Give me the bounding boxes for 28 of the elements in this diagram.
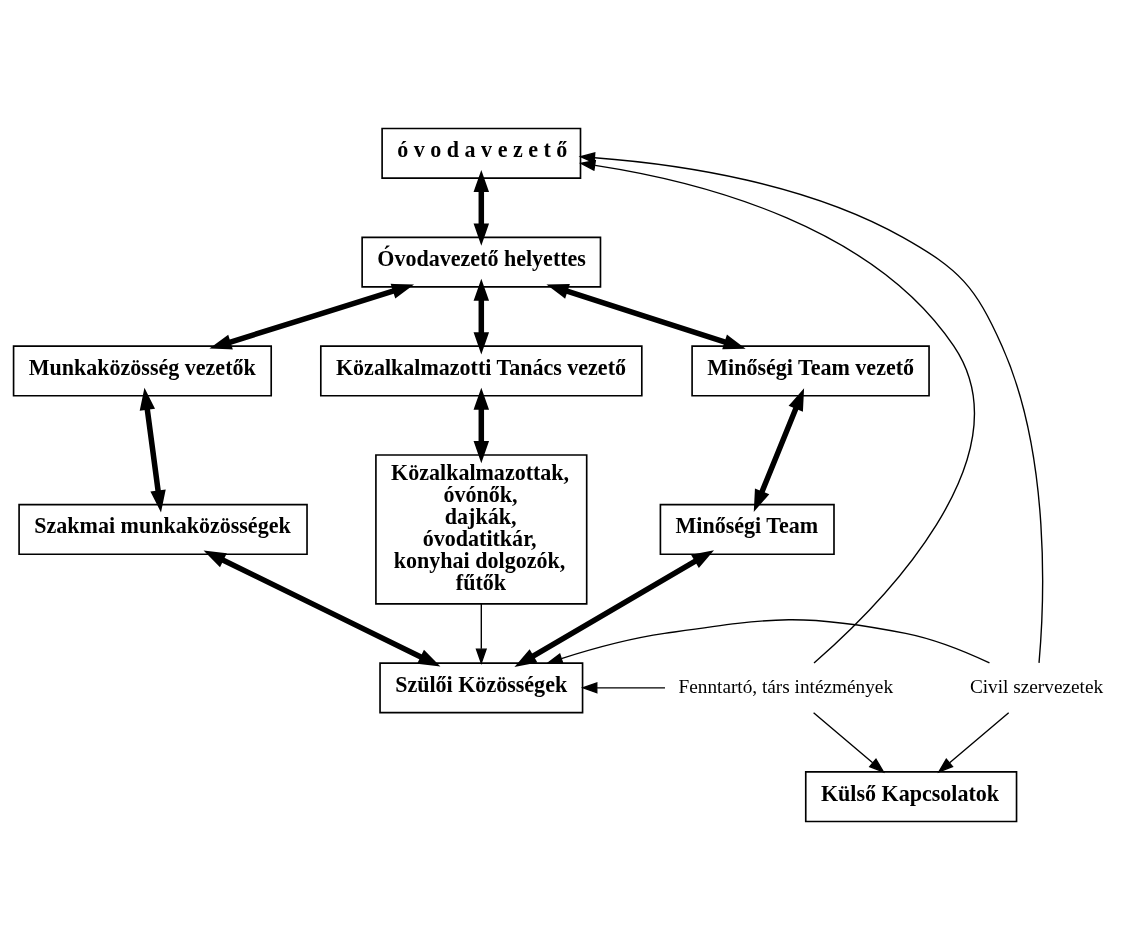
node-box: Minőségi Team bbox=[659, 503, 835, 555]
arrow bbox=[812, 711, 885, 773]
arrow bbox=[937, 711, 1010, 773]
arrow bbox=[578, 159, 975, 664]
arrow bbox=[473, 169, 490, 246]
arrow bbox=[514, 549, 714, 667]
node-text: Civil szervezetek bbox=[969, 675, 1104, 697]
node-box: Óvodavezető helyettes bbox=[361, 236, 602, 288]
arrow bbox=[753, 387, 805, 512]
arrow bbox=[546, 283, 746, 349]
node-box: Munkaközösség vezetők bbox=[12, 344, 273, 397]
node-box: ó v o d a v e z e t ő bbox=[381, 127, 582, 179]
arrow bbox=[475, 602, 488, 665]
arrow bbox=[473, 387, 490, 463]
arrow bbox=[203, 550, 441, 666]
node-box: Közalkalmazotti Tanács vezető bbox=[319, 344, 643, 397]
arrow bbox=[139, 387, 166, 512]
node-text: Fenntartó, társ intézmények bbox=[678, 675, 894, 697]
node-box: Szakmai munkaközösségek bbox=[18, 503, 308, 555]
arrow bbox=[578, 151, 1044, 664]
arrow bbox=[209, 283, 415, 349]
node-box: Szülői Közösségek bbox=[379, 661, 584, 713]
node-box: Külső Kapcsolatok bbox=[804, 770, 1018, 822]
arrow bbox=[546, 618, 991, 664]
arrow bbox=[473, 278, 490, 354]
node-box: Minőségi Team vezető bbox=[691, 344, 930, 397]
arrow bbox=[580, 681, 666, 694]
node-box: Közalkalmazottak, óvónők, dajkák, óvodatitkár, konyhai dolgozók, fűtők bbox=[375, 453, 588, 605]
